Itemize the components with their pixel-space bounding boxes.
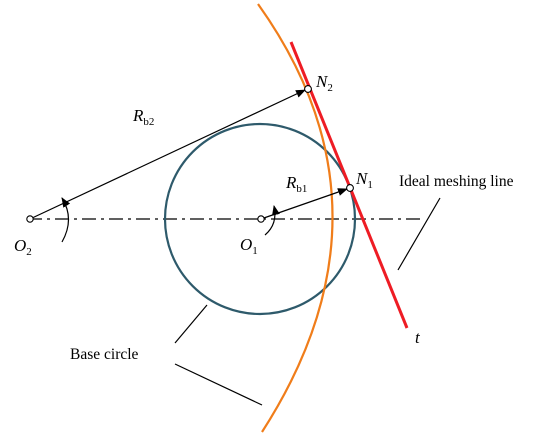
base-circle-leader-upper xyxy=(174,304,208,344)
label-base-circle: Base circle xyxy=(70,346,139,363)
point-o1 xyxy=(257,215,265,223)
label-t: t xyxy=(415,328,421,347)
o1-rotation-arrow xyxy=(264,205,280,236)
base-circle xyxy=(163,122,357,316)
label-n1: N1 xyxy=(355,169,373,191)
base-circle-leader-lower xyxy=(174,363,263,406)
label-rb1: Rb1 xyxy=(285,173,307,195)
rb2-radius-arrow xyxy=(29,89,306,220)
point-o2 xyxy=(26,215,34,223)
label-rb2: Rb2 xyxy=(132,106,154,128)
ideal-meshing-leader xyxy=(397,197,441,271)
label-n2: N2 xyxy=(315,72,333,94)
label-o2: O2 xyxy=(14,236,32,258)
point-n1 xyxy=(346,184,354,192)
o2-rotation-arrow xyxy=(61,197,71,243)
label-o1: O1 xyxy=(240,235,258,257)
point-n2 xyxy=(304,85,312,93)
label-ideal-meshing-line: Ideal meshing line xyxy=(399,173,514,190)
gear2-profile-arc xyxy=(257,3,334,433)
